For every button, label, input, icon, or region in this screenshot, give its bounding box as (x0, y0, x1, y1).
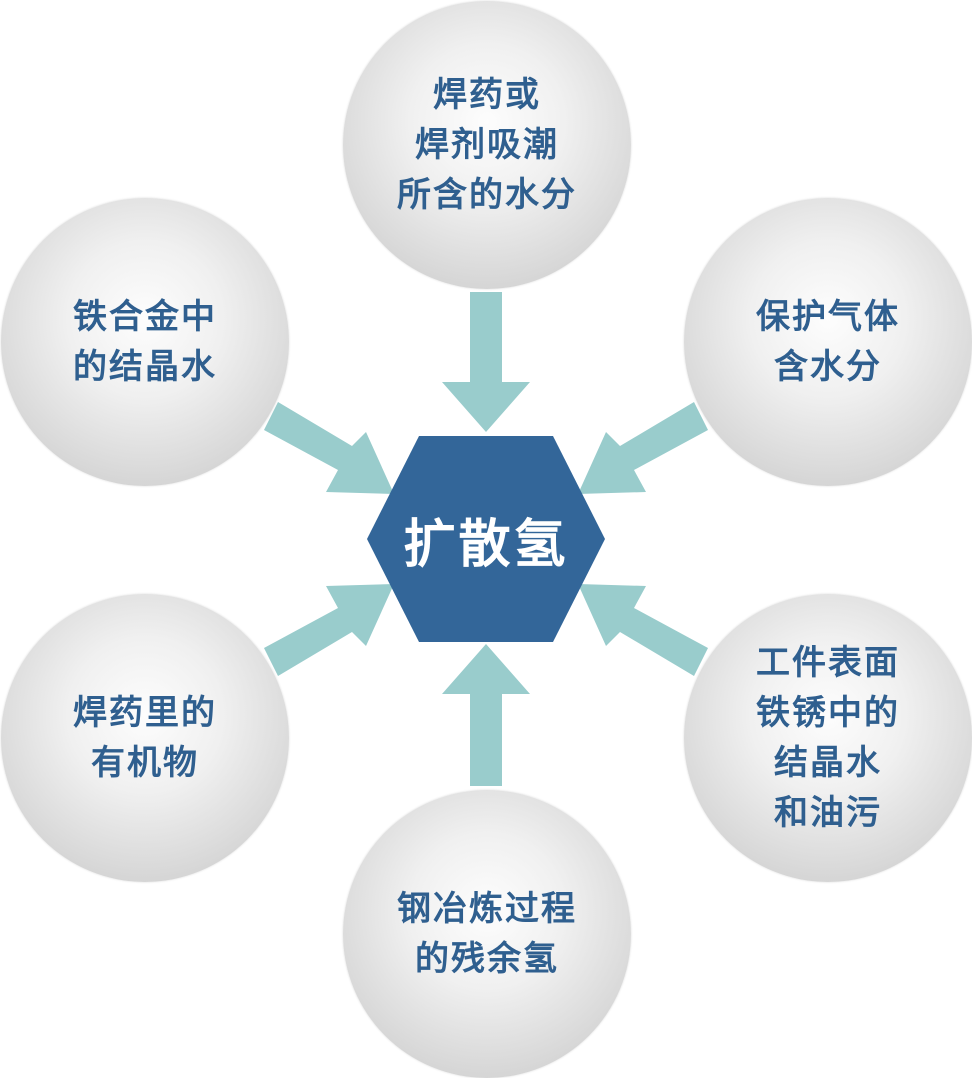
source-label-line: 有机物 (91, 743, 199, 783)
source-label-line: 铁合金中 (73, 297, 217, 337)
arrow-from-bottom-right (578, 584, 708, 676)
source-label-line: 保护气体 (756, 297, 900, 337)
source-circle-steelmaking-residual-hydrogen: 钢冶炼过程 的残余氢 (343, 790, 631, 1078)
source-label-line: 工件表面 (756, 643, 900, 683)
arrow-from-bottom-left (264, 584, 394, 676)
source-circle-flux-moisture: 焊药或 焊剂吸潮 所含的水分 (343, 1, 631, 289)
source-circle-ferroalloy-crystal-water: 铁合金中 的结晶水 (1, 198, 289, 486)
source-label-line: 焊药里的 (73, 693, 217, 733)
source-label-line: 所含的水分 (397, 175, 577, 215)
source-label-line: 焊剂吸潮 (415, 125, 559, 165)
source-label-line: 的结晶水 (73, 347, 217, 387)
source-label-line: 铁锈中的 (756, 693, 900, 733)
source-label-line: 焊药或 (433, 75, 541, 115)
source-circle-shielding-gas-moisture: 保护气体 含水分 (684, 198, 972, 486)
source-label-line: 钢冶炼过程 (397, 889, 577, 929)
center-label: 扩散氢 (403, 514, 569, 575)
arrow-from-top (442, 292, 530, 432)
arrow-from-top-right (578, 402, 708, 494)
source-label-line: 的残余氢 (415, 939, 559, 979)
source-label-line: 结晶水 (774, 743, 882, 783)
center-hexagon (367, 436, 605, 642)
source-circle-surface-rust-oil: 工件表面 铁锈中的 结晶水 和油污 (684, 594, 972, 882)
arrow-from-top-left (264, 402, 394, 494)
source-label-line: 和油污 (774, 793, 882, 833)
source-label-line: 含水分 (774, 347, 882, 387)
source-circle-flux-organics: 焊药里的 有机物 (1, 594, 289, 882)
arrow-from-bottom (442, 644, 530, 786)
